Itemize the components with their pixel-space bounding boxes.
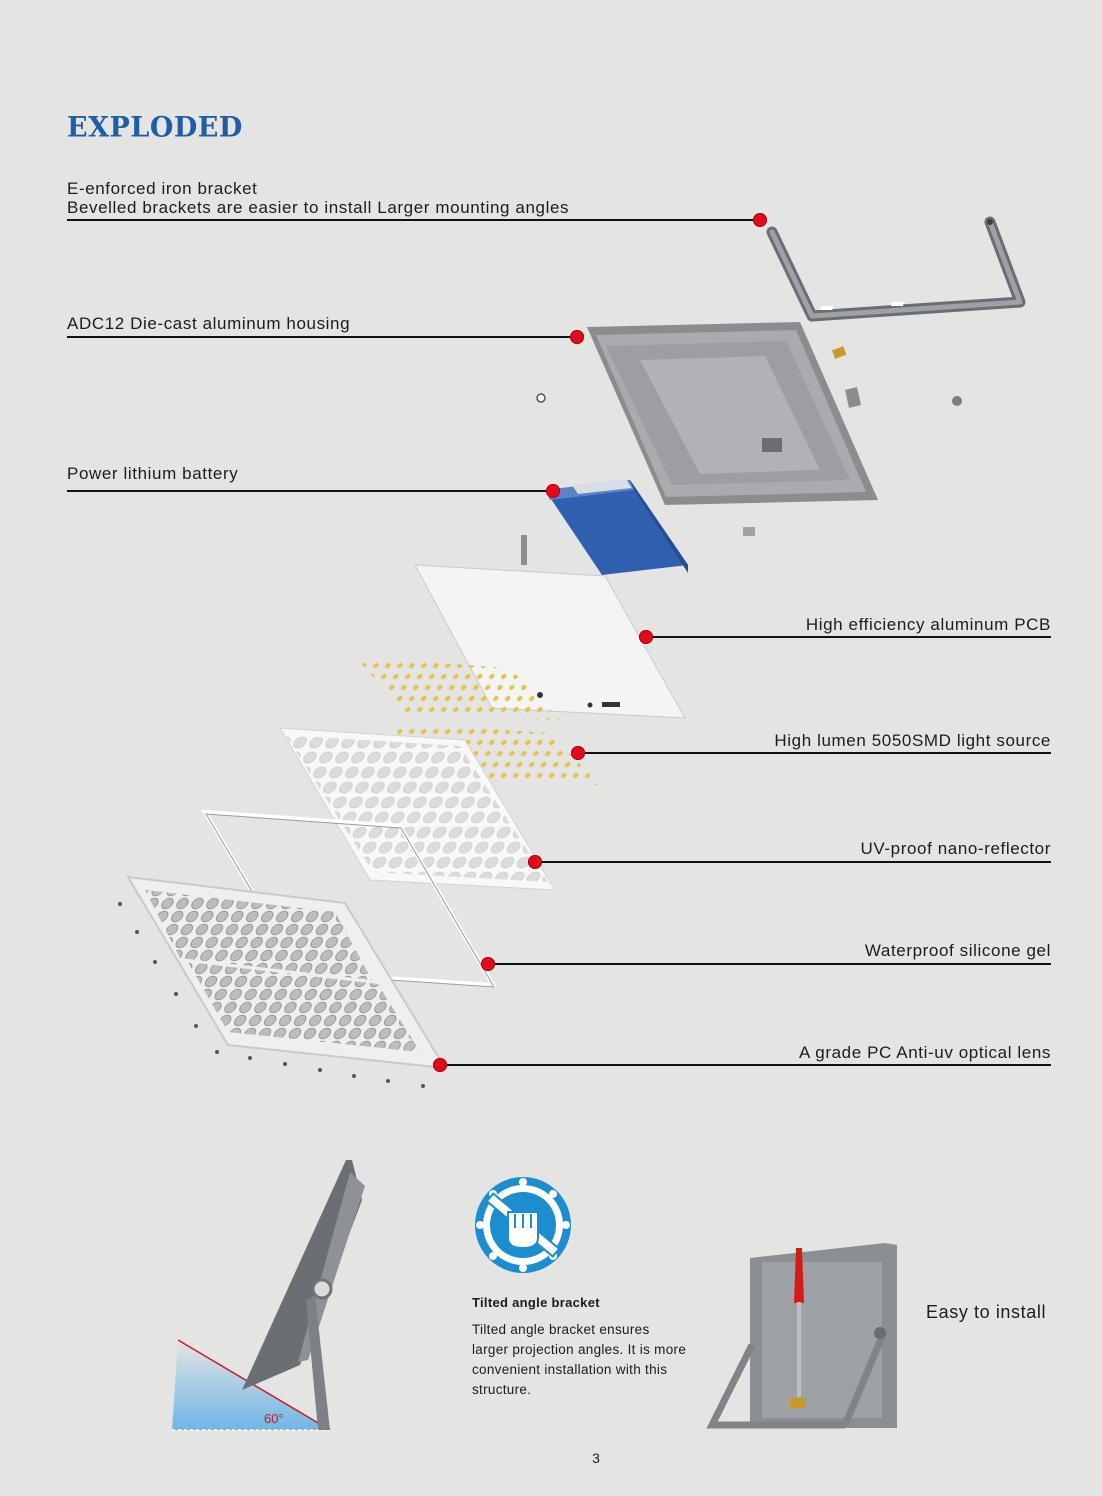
tilted-bracket-title: Tilted angle bracket — [472, 1295, 600, 1310]
leader-line-gel — [488, 963, 1051, 965]
marker-light-source — [571, 746, 585, 760]
wrench-fist-badge-icon — [475, 1177, 571, 1273]
easy-install-label: Easy to install — [926, 1302, 1047, 1322]
marker-pcb — [639, 630, 653, 644]
housing-graphic — [536, 322, 962, 536]
leader-line-battery — [67, 490, 553, 492]
leader-line-bracket — [67, 219, 760, 221]
label-housing: ADC12 Die-cast aluminum housing — [67, 314, 351, 333]
label-gel: Waterproof silicone gel — [864, 941, 1051, 960]
leader-line-pcb — [646, 636, 1051, 638]
tilted-bracket-description: Tilted angle bracket ensures larger proj… — [472, 1322, 687, 1397]
lens-graphic — [126, 875, 447, 1070]
leader-line-light-source — [578, 752, 1051, 754]
marker-bracket — [753, 213, 767, 227]
angle-label: 60° — [264, 1411, 284, 1426]
label-lens: A grade PC Anti-uv optical lens — [798, 1043, 1051, 1062]
battery-graphic — [521, 479, 688, 575]
leader-line-reflector — [535, 861, 1051, 863]
label-bracket-line2: Bevelled brackets are easier to install … — [67, 198, 570, 217]
easy-install-graphic — [706, 1243, 897, 1429]
led-grid-graphic — [355, 657, 560, 720]
label-light-source: High lumen 5050SMD light source — [774, 731, 1051, 750]
marker-lens — [433, 1058, 447, 1072]
tilted-bracket-graphic — [172, 1160, 365, 1431]
marker-gel — [481, 957, 495, 971]
leader-line-housing — [67, 336, 577, 338]
page-title: EXPLODED — [67, 111, 243, 144]
marker-battery — [546, 484, 560, 498]
marker-housing — [570, 330, 584, 344]
leader-line-lens — [440, 1064, 1051, 1066]
label-reflector: UV-proof nano-reflector — [860, 839, 1051, 858]
marker-reflector — [528, 855, 542, 869]
iron-bracket-graphic — [766, 216, 1026, 322]
reflector-graphic — [279, 727, 556, 891]
label-bracket-line1: E-enforced iron bracket — [67, 179, 258, 198]
label-battery: Power lithium battery — [67, 464, 239, 483]
label-pcb: High efficiency aluminum PCB — [805, 615, 1051, 634]
page-number: 3 — [592, 1450, 600, 1466]
